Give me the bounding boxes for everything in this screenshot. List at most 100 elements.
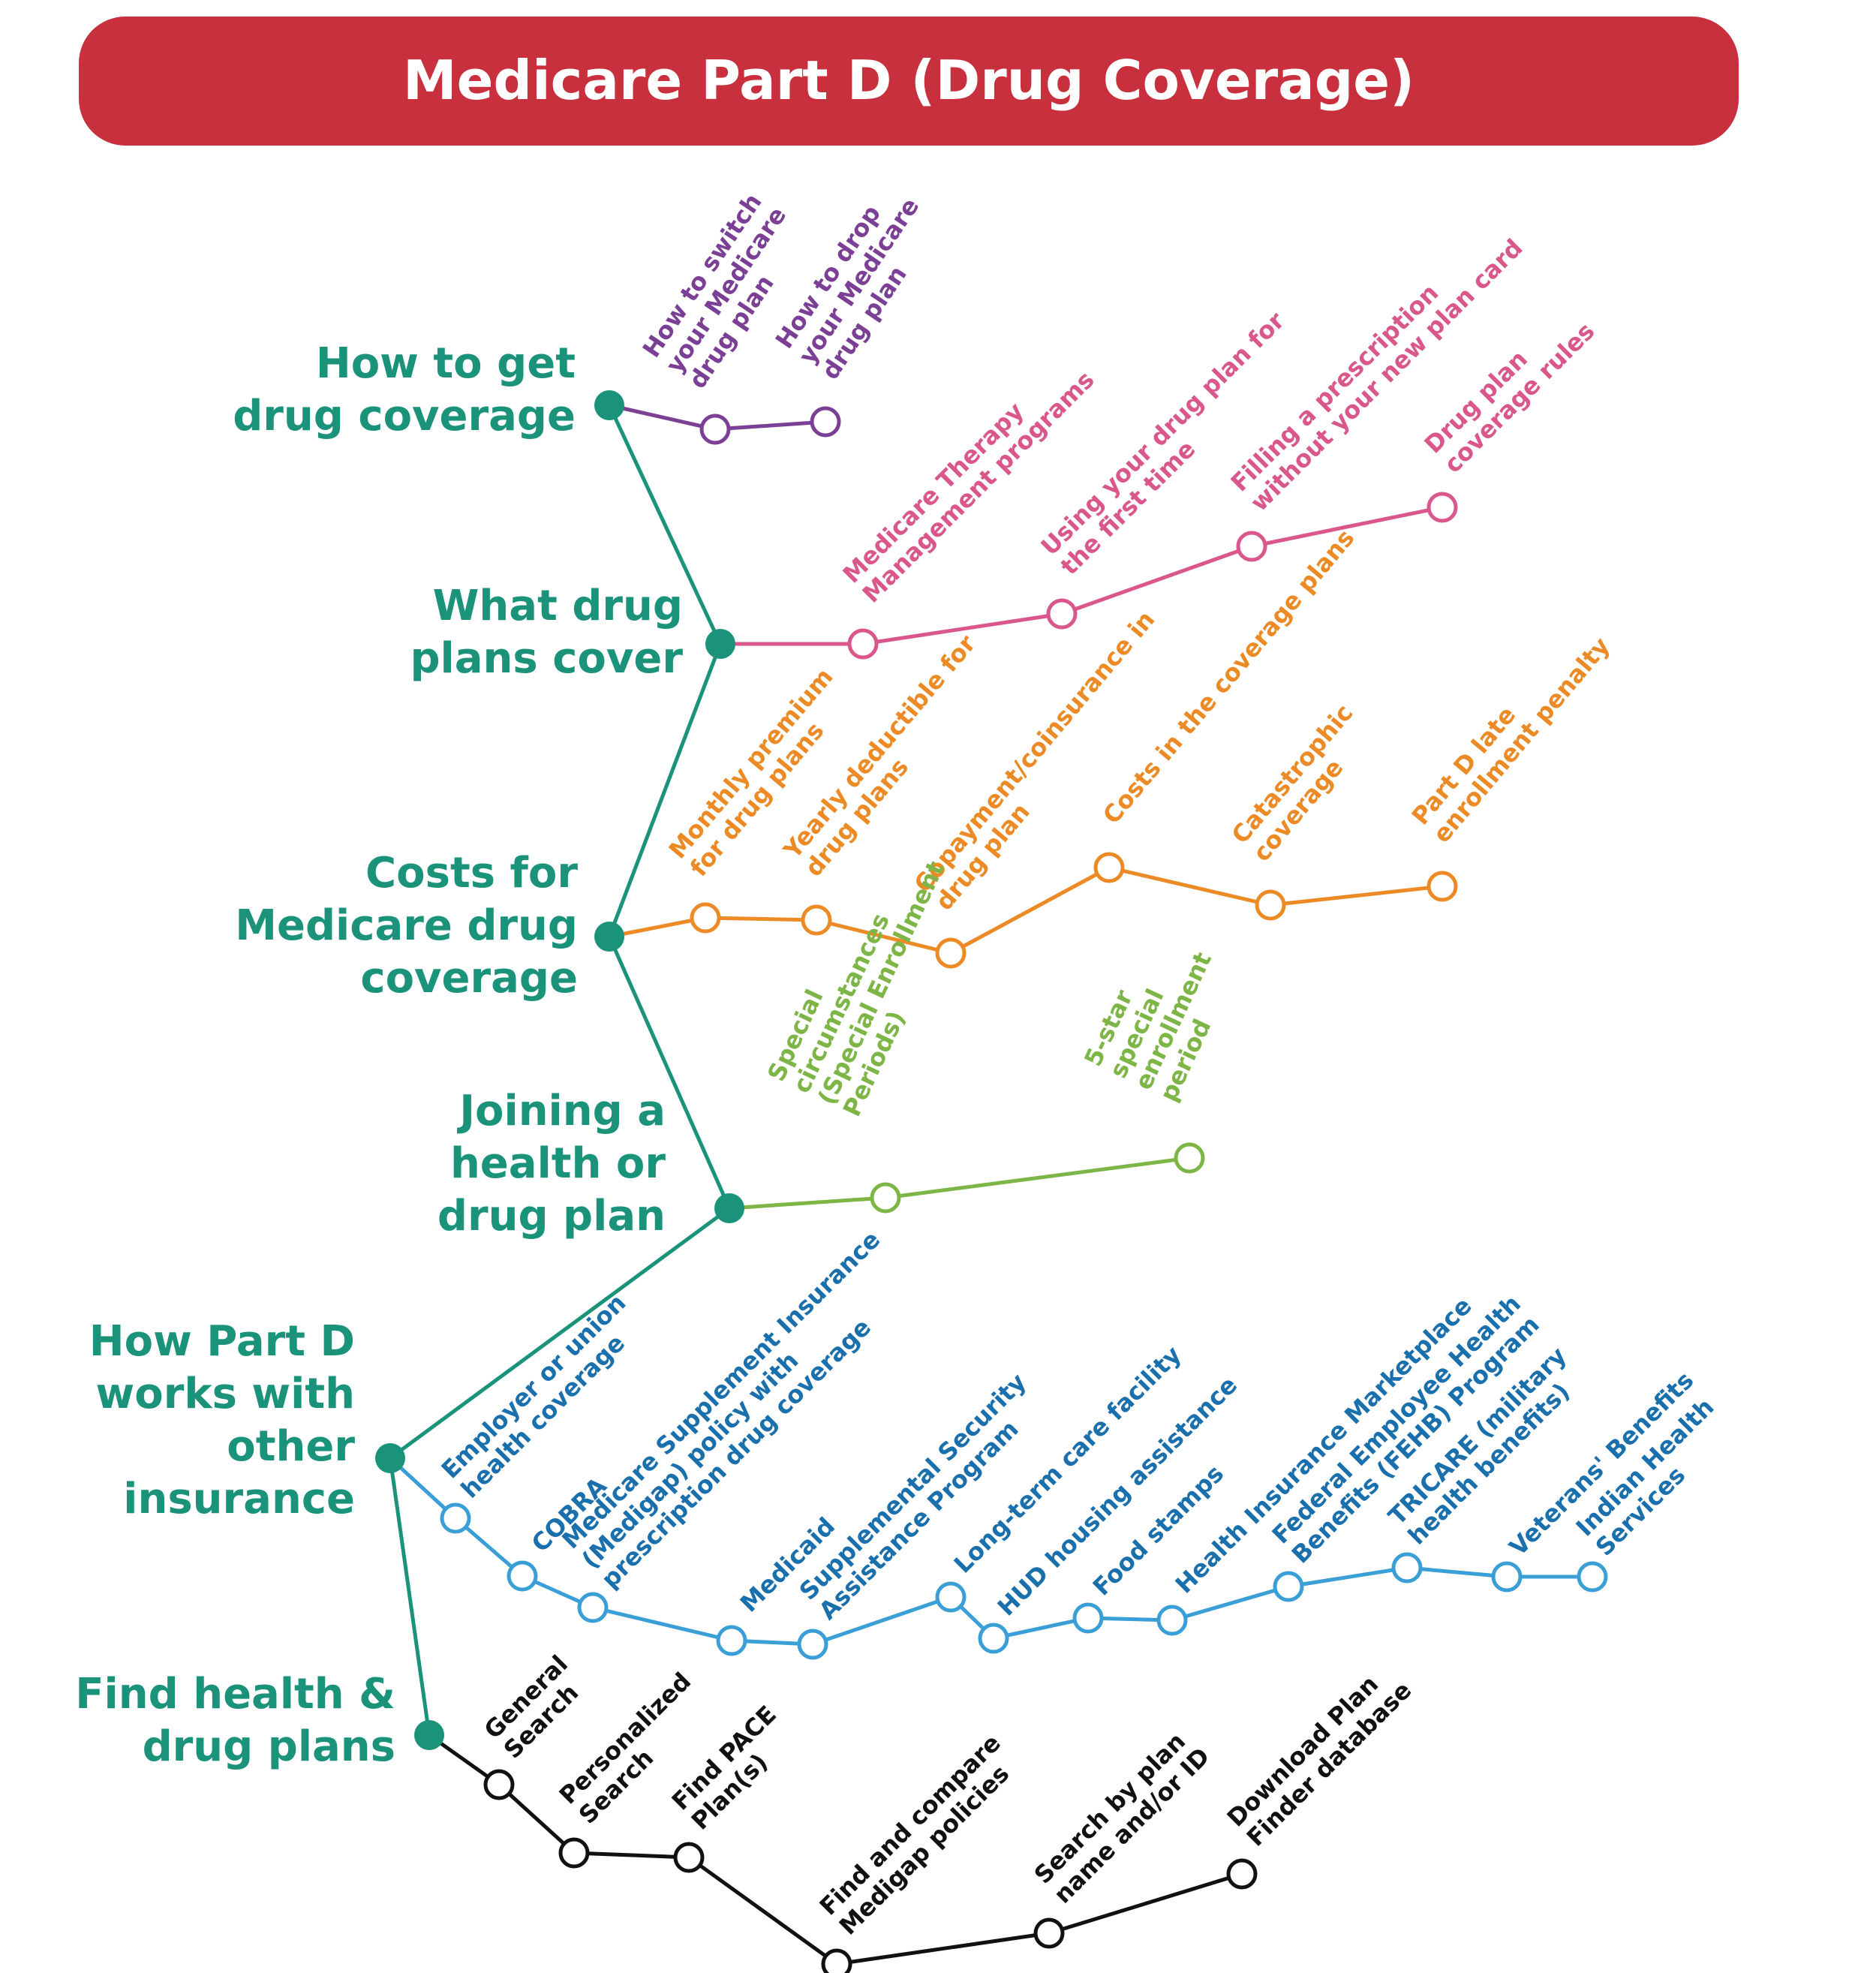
leaf-node-costs-5[interactable]: [1427, 871, 1458, 902]
branch-line-costs: [609, 865, 1443, 955]
leaf-label-text: Health Insurance Marketplace: [1170, 1292, 1478, 1599]
branch-label-line: insurance: [123, 1475, 355, 1523]
leaf-label-find-4[interactable]: Search by planname and/or ID: [1029, 1722, 1216, 1909]
leaf-node-costs-2[interactable]: [935, 937, 967, 969]
leaf-node-other-10[interactable]: [1391, 1552, 1423, 1584]
leaf-label-text: Part D lateenrollment penalty: [1406, 614, 1616, 848]
branch-line-join: [729, 1156, 1190, 1211]
branch-label-line: Medicare drug: [235, 901, 578, 950]
leaf-label-line: Finder database: [1241, 1676, 1418, 1852]
leaf-label-line: (Medigap) policy with: [576, 1346, 804, 1574]
leaf-node-get-0[interactable]: [699, 414, 731, 445]
leaf-node-find-2[interactable]: [673, 1842, 705, 1873]
leaf-node-other-11[interactable]: [1491, 1561, 1523, 1593]
branch-label-line: health or: [450, 1139, 666, 1188]
leaf-label-text: Specialcircumstances(Special EnrollmentP…: [762, 833, 975, 1120]
leaf-node-other-7[interactable]: [1072, 1602, 1104, 1634]
leaf-label-text: Medicare TherapyManagement programs: [837, 346, 1100, 609]
branch-label-line: coverage: [360, 954, 578, 1003]
leaf-label-line: enrollment penalty: [1427, 632, 1616, 848]
leaf-label-line: Using your drug plan for: [1036, 306, 1291, 561]
leaf-label-line: Health Insurance Marketplace: [1170, 1292, 1478, 1599]
hub-node-other: [375, 1443, 405, 1473]
leaf-node-other-6[interactable]: [978, 1623, 1009, 1654]
leaf-node-costs-0[interactable]: [690, 902, 721, 934]
leaf-node-costs-1[interactable]: [801, 904, 832, 936]
trunk-line: [388, 404, 732, 1736]
leaf-label-find-5[interactable]: Download PlanFinder database: [1222, 1656, 1418, 1852]
leaf-node-cover-1[interactable]: [1046, 598, 1078, 630]
leaf-label-text: How to dropyour Medicaredrug plan: [770, 177, 948, 385]
leaf-label-line: Medigap policies: [834, 1759, 1015, 1940]
leaf-node-other-9[interactable]: [1273, 1571, 1304, 1602]
header-background: [79, 17, 1739, 146]
hub-node-join: [714, 1193, 744, 1223]
leaf-node-other-1[interactable]: [507, 1560, 538, 1592]
leaf-node-other-4[interactable]: [797, 1629, 828, 1660]
branch-label-line: drug coverage: [233, 392, 576, 441]
header-banner: Medicare Part D (Drug Coverage): [79, 17, 1739, 146]
hub-node-cover: [705, 629, 735, 659]
leaf-label-costs-4[interactable]: Catastrophiccoverage: [1226, 699, 1380, 867]
trunk-path: [388, 404, 732, 1736]
leaf-label-get-0[interactable]: How to switchyour Medicaredrug plan: [637, 186, 815, 394]
leaf-label-join-1[interactable]: 5-starspecialenrollmentperiod: [1078, 925, 1242, 1106]
leaf-node-cover-3[interactable]: [1427, 492, 1458, 523]
leaf-node-other-3[interactable]: [716, 1625, 747, 1656]
leaf-label-text: Find and compareMedigap policies: [814, 1728, 1026, 1940]
branch-label-line: Joining a: [456, 1087, 666, 1135]
leaf-label-find-3[interactable]: Find and compareMedigap policies: [814, 1728, 1026, 1940]
branch-label-line: other: [227, 1422, 355, 1471]
leaf-label-find-0[interactable]: GeneralSearch: [479, 1650, 594, 1764]
leaf-label-costs-5[interactable]: Part D lateenrollment penalty: [1406, 614, 1616, 848]
leaf-node-cover-2[interactable]: [1236, 531, 1267, 562]
leaf-node-find-3[interactable]: [821, 1948, 852, 1973]
branch-label-line: works with: [96, 1370, 355, 1418]
leaf-label-text: Download PlanFinder database: [1222, 1656, 1418, 1852]
leaf-node-cover-0[interactable]: [847, 628, 879, 660]
leaf-label-other-8[interactable]: Health Insurance Marketplace: [1170, 1292, 1478, 1599]
leaf-node-find-5[interactable]: [1226, 1858, 1258, 1890]
leaf-node-find-4[interactable]: [1033, 1917, 1065, 1949]
leaf-node-other-5[interactable]: [935, 1581, 967, 1613]
branch-label-find: Find health &drug plans: [75, 1670, 395, 1771]
leaf-node-get-1[interactable]: [810, 406, 841, 438]
branch-label-line: How Part D: [89, 1317, 355, 1366]
branch-label-line: Costs for: [365, 849, 578, 898]
leaf-node-other-12[interactable]: [1577, 1561, 1608, 1593]
page-title: Medicare Part D (Drug Coverage): [403, 49, 1415, 112]
hub-node-costs: [594, 922, 624, 952]
leaf-label-cover-0[interactable]: Medicare TherapyManagement programs: [837, 346, 1100, 609]
leaf-node-other-8[interactable]: [1156, 1605, 1188, 1636]
leaf-node-find-1[interactable]: [558, 1837, 590, 1869]
leaf-label-text: Filling a prescriptionwithout your new p…: [1225, 214, 1529, 517]
leaf-node-join-0[interactable]: [870, 1182, 901, 1214]
leaf-node-costs-4[interactable]: [1255, 889, 1286, 921]
leaf-node-costs-3[interactable]: [1093, 852, 1125, 883]
nodes: [375, 390, 1608, 1973]
leaf-label-join-0[interactable]: Specialcircumstances(Special EnrollmentP…: [762, 833, 975, 1120]
leaf-label-line: Medicare Therapy: [837, 396, 1030, 588]
leaf-label-text: Catastrophiccoverage: [1226, 699, 1380, 867]
leaf-label-line: Employer or union: [436, 1289, 632, 1484]
leaf-label-text: Find PACEPlan(s): [666, 1700, 802, 1836]
leaf-node-find-0[interactable]: [483, 1769, 515, 1800]
leaf-label-line: Medicare Supplement Insurance: [556, 1226, 885, 1555]
leaf-label-find-2[interactable]: Find PACEPlan(s): [666, 1700, 802, 1836]
leaf-label-cover-2[interactable]: Filling a prescriptionwithout your new p…: [1225, 214, 1529, 517]
leaf-label-get-1[interactable]: How to dropyour Medicaredrug plan: [770, 177, 948, 385]
leaf-label-line: Filling a prescription: [1225, 278, 1445, 498]
branch-label-line: What drug: [433, 582, 683, 630]
leaf-node-other-0[interactable]: [440, 1502, 471, 1534]
leaf-node-other-2[interactable]: [577, 1592, 609, 1623]
leaf-label-text: Search by planname and/or ID: [1029, 1722, 1216, 1909]
leaf-node-join-1[interactable]: [1174, 1142, 1205, 1174]
branch-label-line: How to get: [316, 339, 576, 388]
leaf-label-line: Find and compare: [814, 1728, 1006, 1920]
leaf-label-text: GeneralSearch: [479, 1650, 594, 1764]
